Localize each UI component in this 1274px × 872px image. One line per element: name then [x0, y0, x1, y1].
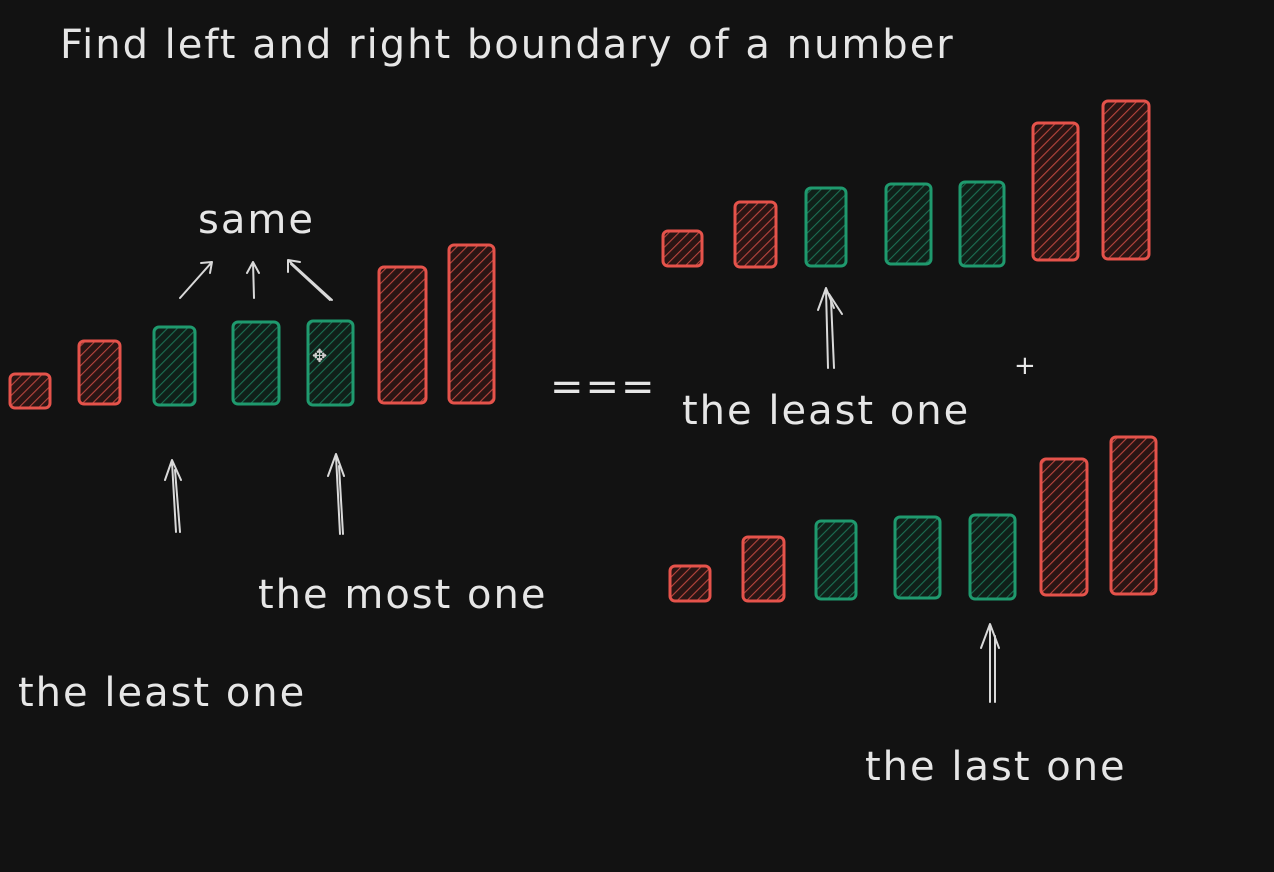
- move-cursor-icon: ✥: [312, 346, 327, 367]
- last-one-label: the last one: [865, 744, 1127, 790]
- same-arrows: [179, 259, 333, 301]
- left-up-arrows: [164, 453, 345, 535]
- bottom-right-bar-group: [668, 435, 1158, 603]
- bottom-right-bar-2: [741, 535, 786, 603]
- bottom-right-up-arrow: [980, 623, 1000, 703]
- same-label: same: [198, 197, 315, 243]
- left-bar-4: [231, 320, 281, 406]
- left-bar-group: [8, 243, 496, 410]
- left-bar-6: [377, 265, 428, 405]
- most-one-label: the most one: [258, 572, 547, 618]
- diagram-title: Find left and right boundary of a number: [60, 22, 955, 68]
- top-right-bar-7: [1101, 99, 1151, 261]
- top-right-bar-6: [1031, 121, 1080, 262]
- bottom-right-bar-3: [814, 519, 858, 601]
- equals-sign: ===: [550, 364, 657, 410]
- left-bar-3: [152, 325, 197, 407]
- least-one-right-label: the least one: [682, 388, 970, 434]
- top-right-up-arrow: [817, 287, 843, 369]
- bottom-right-bar-5: [968, 513, 1017, 601]
- plus-cursor: +: [1014, 351, 1036, 381]
- bottom-right-bar-6: [1039, 457, 1089, 597]
- top-right-bar-group: [661, 99, 1151, 269]
- bottom-right-bar-1: [668, 564, 712, 603]
- top-right-bar-1: [661, 229, 704, 268]
- left-bar-7: [447, 243, 496, 405]
- top-right-bar-5: [958, 180, 1006, 268]
- top-right-bar-4: [884, 182, 933, 266]
- left-bar-5: [306, 319, 355, 407]
- least-one-left-label: the least one: [18, 670, 306, 716]
- left-bar-1: [8, 372, 52, 410]
- top-right-bar-3: [804, 186, 848, 268]
- top-right-bar-2: [733, 200, 778, 269]
- bottom-right-bar-4: [893, 515, 942, 600]
- bottom-right-bar-7: [1109, 435, 1158, 596]
- left-bar-2: [77, 339, 122, 406]
